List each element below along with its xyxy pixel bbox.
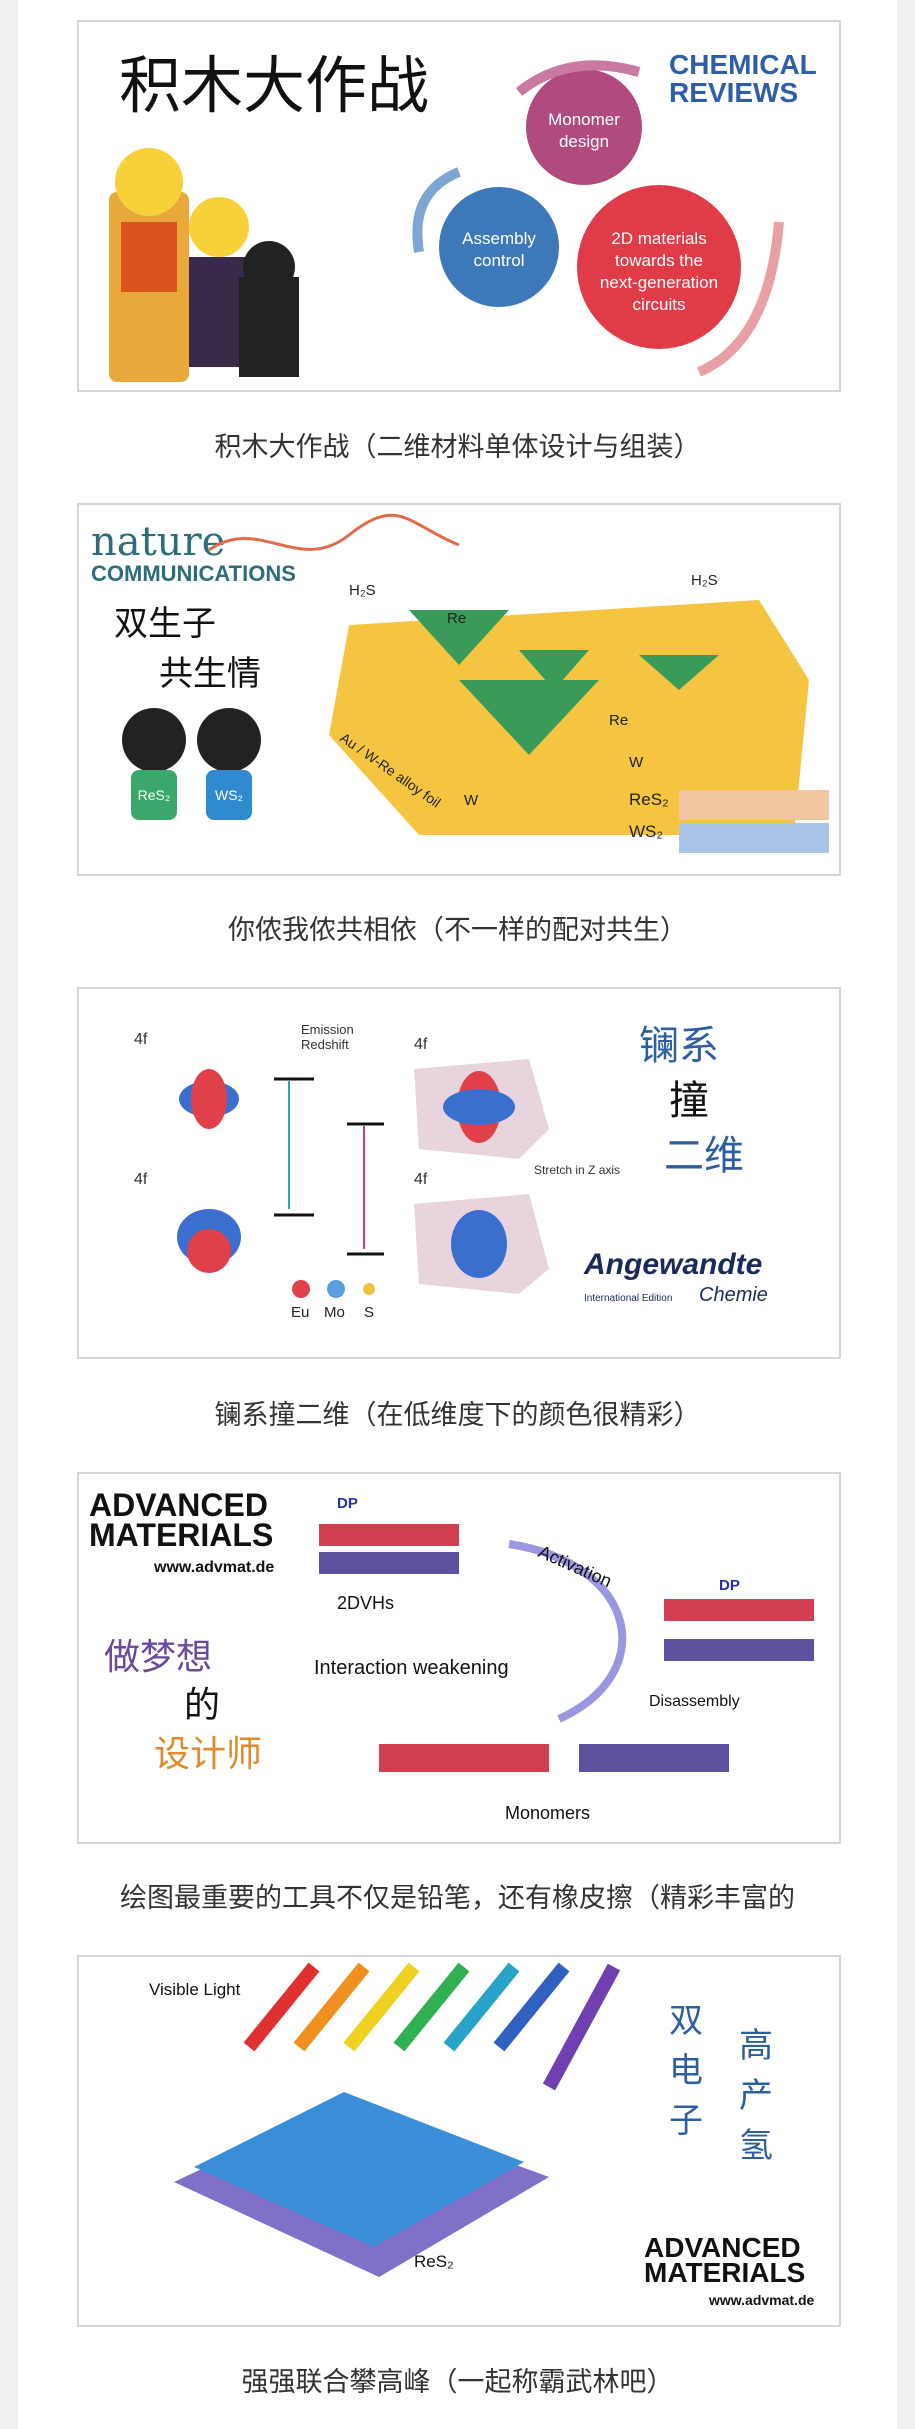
element-legend: Eu Mo S xyxy=(291,1280,375,1321)
svg-text:COMMUNICATIONS: COMMUNICATIONS xyxy=(91,561,296,586)
svg-text:Activation: Activation xyxy=(535,1541,614,1591)
svg-text:W: W xyxy=(629,754,644,771)
alloy-foil-illustration xyxy=(329,600,809,835)
caption-1: 积木大作战（二维材料单体设计与组装） xyxy=(214,432,701,463)
figure-angewandte: 4f 4f 4f 4f Emission Redshift Stretch in… xyxy=(77,987,841,1359)
svg-text:design: design xyxy=(559,132,609,151)
lattice-illustration xyxy=(679,790,829,853)
caption-3: 镧系撞二维（在低维度下的颜色很精彩） xyxy=(214,1400,701,1431)
svg-text:ReS₂: ReS₂ xyxy=(138,787,171,803)
svg-text:WS₂: WS₂ xyxy=(215,787,243,803)
lego-figures-illustration xyxy=(109,148,299,382)
left-margin xyxy=(0,0,18,2429)
caption-5: 强强联合攀高峰（一起称霸武林吧） xyxy=(241,2367,674,2398)
advanced-materials-logo: ADVANCED MATERIALS www.advmat.de xyxy=(89,1487,274,1576)
svg-text:4f: 4f xyxy=(414,1036,428,1053)
svg-text:2D materials: 2D materials xyxy=(611,229,706,248)
svg-text:ReS₂: ReS₂ xyxy=(414,2252,454,2271)
svg-text:MATERIALS: MATERIALS xyxy=(644,2257,805,2288)
svg-text:Angewandte: Angewandte xyxy=(583,1248,762,1281)
svg-text:二维: 二维 xyxy=(664,1133,744,1179)
right-margin xyxy=(897,0,915,2429)
svg-text:电: 电 xyxy=(669,2051,703,2091)
svg-text:nature: nature xyxy=(91,519,225,565)
gear-monomer-design: Monomer design xyxy=(526,69,642,185)
svg-text:2DVHs: 2DVHs xyxy=(337,1593,394,1613)
visible-light-arrows xyxy=(243,1962,621,2091)
svg-text:S: S xyxy=(364,1304,374,1321)
svg-text:circuits: circuits xyxy=(633,295,686,314)
svg-text:双: 双 xyxy=(669,2001,703,2041)
svg-text:H₂S: H₂S xyxy=(349,582,376,599)
svg-text:www.advmat.de: www.advmat.de xyxy=(708,2292,815,2308)
svg-text:Interaction weakening: Interaction weakening xyxy=(314,1657,509,1679)
panel-title: 积木大作战 xyxy=(119,49,429,122)
svg-text:DP: DP xyxy=(719,1577,740,1594)
figure-advanced-materials-1: ADVANCED MATERIALS www.advmat.de DP 2DVH… xyxy=(77,1472,841,1844)
svg-text:Monomers: Monomers xyxy=(505,1803,590,1823)
svg-text:4f: 4f xyxy=(134,1031,148,1048)
svg-text:4f: 4f xyxy=(134,1171,148,1188)
svg-text:H₂S: H₂S xyxy=(691,572,718,589)
res2-nanosheet-illustration xyxy=(174,2092,549,2277)
gear-2d-materials: 2D materials towards the next-generation… xyxy=(577,185,741,349)
layered-structure-illustration xyxy=(319,1524,814,1772)
svg-text:towards the: towards the xyxy=(615,251,703,270)
svg-text:W: W xyxy=(464,792,479,809)
svg-text:撞: 撞 xyxy=(669,1078,709,1124)
svg-text:ReS₂: ReS₂ xyxy=(629,790,669,809)
figure-lego-chem-reviews: 积木大作战 Monomer design Assembly control xyxy=(77,20,841,392)
twin-girls-illustration: ReS₂ WS₂ xyxy=(122,708,261,820)
figure-advanced-materials-2: Visible Light ReS₂ 双 电 子 高 产 氢 ADV xyxy=(77,1955,841,2327)
svg-text:Emission: Emission xyxy=(301,1022,354,1037)
svg-text:REVIEWS: REVIEWS xyxy=(669,77,798,108)
svg-text:Disassembly: Disassembly xyxy=(649,1693,740,1710)
orbital-illustrations xyxy=(177,1059,549,1294)
svg-text:WS₂: WS₂ xyxy=(629,822,663,841)
svg-text:镧系: 镧系 xyxy=(639,1023,719,1069)
svg-text:MATERIALS: MATERIALS xyxy=(89,1517,273,1553)
svg-text:control: control xyxy=(473,251,524,270)
svg-text:International Edition: International Edition xyxy=(584,1293,672,1304)
svg-text:CHEMICAL: CHEMICAL xyxy=(669,49,817,80)
svg-text:的: 的 xyxy=(184,1685,220,1726)
svg-text:Chemie: Chemie xyxy=(699,1284,768,1306)
svg-text:Re: Re xyxy=(447,610,466,627)
svg-text:Visible Light: Visible Light xyxy=(149,1980,241,1999)
figure-nature-communications: nature COMMUNICATIONS 双生子 共生情 ReS₂ WS₂ xyxy=(77,503,841,876)
svg-text:氢: 氢 xyxy=(739,2126,773,2166)
angewandte-chemie-logo: Angewandte Chemie International Edition xyxy=(583,1248,768,1306)
svg-text:共生情: 共生情 xyxy=(159,654,261,694)
svg-text:子: 子 xyxy=(669,2101,703,2141)
caption-4: 绘图最重要的工具不仅是铅笔，还有橡皮擦（精彩丰富的 xyxy=(120,1883,795,1914)
gear-assembly-control: Assembly control xyxy=(439,187,559,307)
caption-2: 你侬我侬共相依（不一样的配对共生） xyxy=(228,915,687,946)
svg-text:ADVANCED: ADVANCED xyxy=(644,2232,801,2263)
svg-text:ADVANCED: ADVANCED xyxy=(89,1487,268,1523)
svg-text:Monomer: Monomer xyxy=(548,110,620,129)
svg-text:www.advmat.de: www.advmat.de xyxy=(153,1559,274,1576)
svg-text:Mo: Mo xyxy=(324,1304,345,1321)
svg-text:产: 产 xyxy=(739,2076,773,2116)
svg-text:Stretch in Z axis: Stretch in Z axis xyxy=(534,1163,620,1177)
svg-text:next-generation: next-generation xyxy=(600,273,718,292)
svg-text:高: 高 xyxy=(739,2026,773,2066)
svg-text:Assembly: Assembly xyxy=(462,229,536,248)
svg-text:DP: DP xyxy=(337,1495,358,1512)
nature-communications-logo: nature COMMUNICATIONS xyxy=(91,513,460,586)
svg-text:Eu: Eu xyxy=(291,1304,309,1321)
svg-text:做梦想: 做梦想 xyxy=(104,1637,212,1678)
svg-text:Re: Re xyxy=(609,712,628,729)
svg-text:Redshift: Redshift xyxy=(301,1037,349,1052)
svg-text:设计师: 设计师 xyxy=(154,1734,262,1775)
svg-text:双生子: 双生子 xyxy=(114,604,216,644)
advanced-materials-logo-2: ADVANCED MATERIALS www.advmat.de xyxy=(644,2232,815,2308)
chemical-reviews-logo: CHEMICAL REVIEWS xyxy=(669,49,817,108)
svg-text:4f: 4f xyxy=(414,1171,428,1188)
